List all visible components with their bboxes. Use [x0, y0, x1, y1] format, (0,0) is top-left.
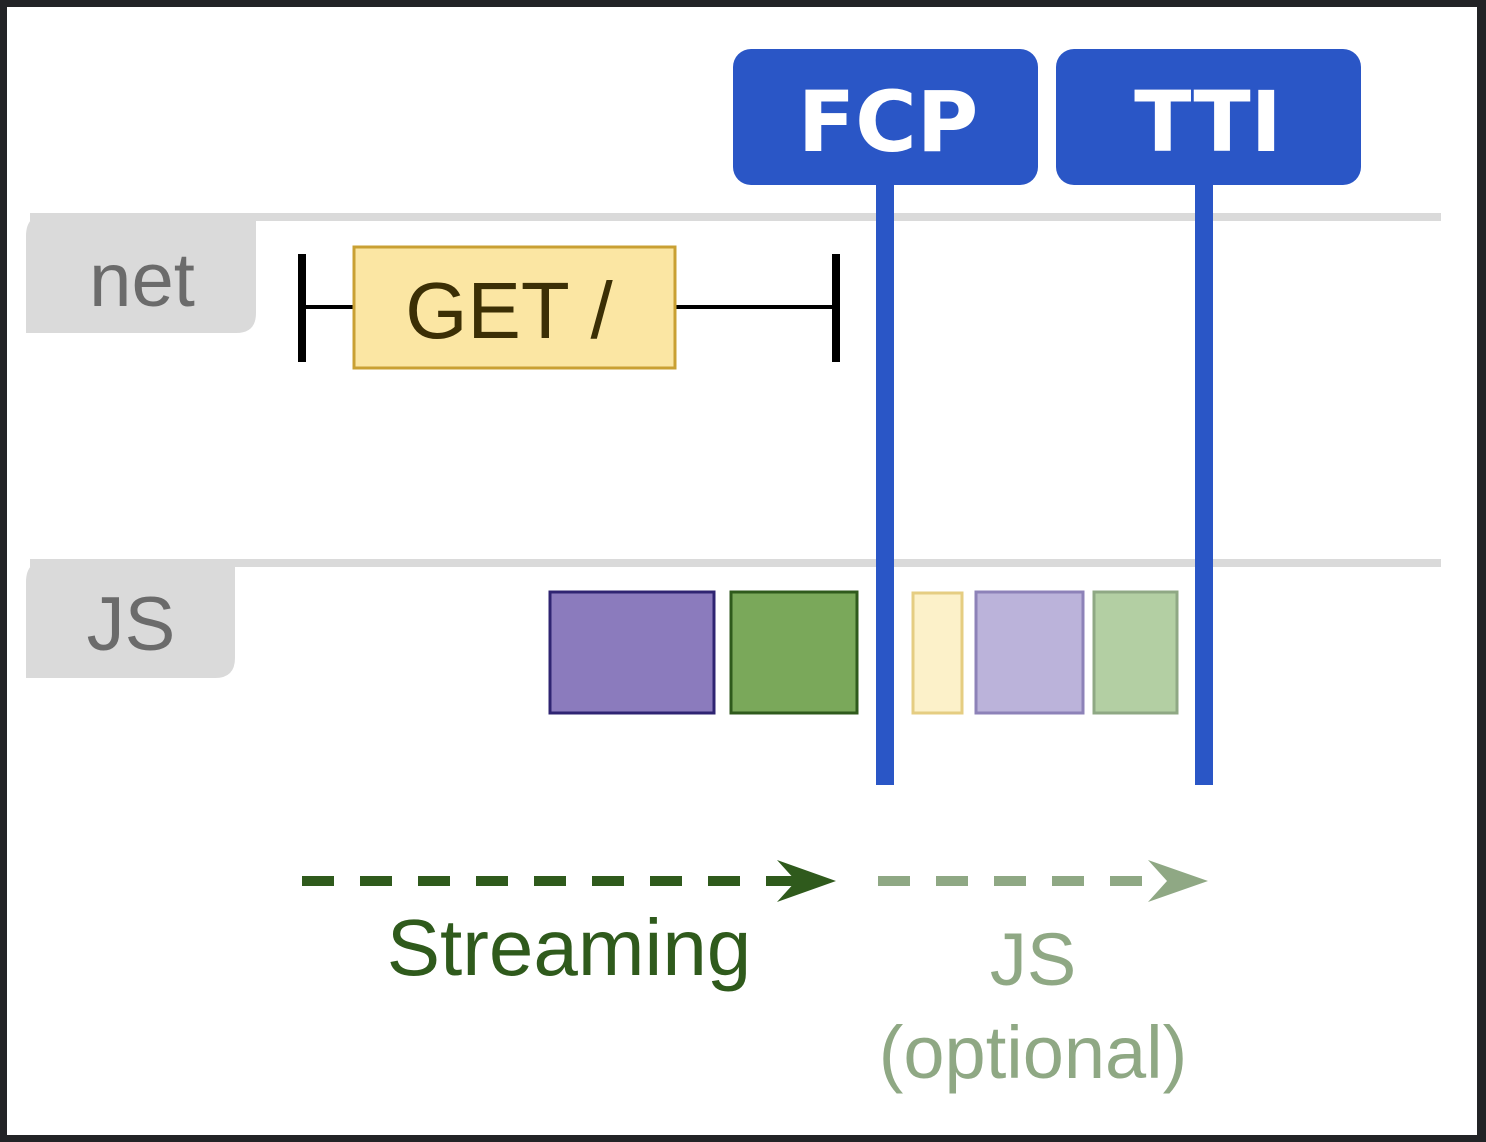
js-arrow-head [1148, 860, 1208, 902]
js-task-block [911, 591, 964, 715]
fcp-marker-line [876, 170, 894, 785]
js-task-block [548, 590, 716, 715]
net-lane-label: net [89, 238, 195, 323]
js-lane-tab [26, 560, 235, 678]
tti-marker-label: TTI [1134, 73, 1282, 171]
streaming-arrow-head [777, 860, 836, 902]
fcp-marker-label: FCP [798, 73, 979, 171]
get-request-box [352, 245, 677, 370]
tti-marker-line [1195, 170, 1213, 785]
js-task-block [1092, 590, 1179, 715]
js-task-block [974, 590, 1085, 715]
js-phase-label: JS [990, 918, 1076, 1001]
js-optional-label: (optional) [879, 1011, 1188, 1094]
tti-marker-box [1056, 49, 1361, 185]
streaming-label: Streaming [387, 903, 752, 992]
js-lane-label: JS [87, 582, 176, 667]
net-lane-tab [26, 214, 256, 333]
get-request-label: GET / [405, 266, 613, 355]
diagram-frame: net JS GET / FCP TTI Streaming JS (optio… [7, 7, 1477, 1135]
js-task-block [729, 590, 859, 715]
fcp-marker-box [733, 49, 1038, 185]
timeline-diagram: net JS GET / FCP TTI Streaming JS (optio… [26, 49, 1441, 1094]
